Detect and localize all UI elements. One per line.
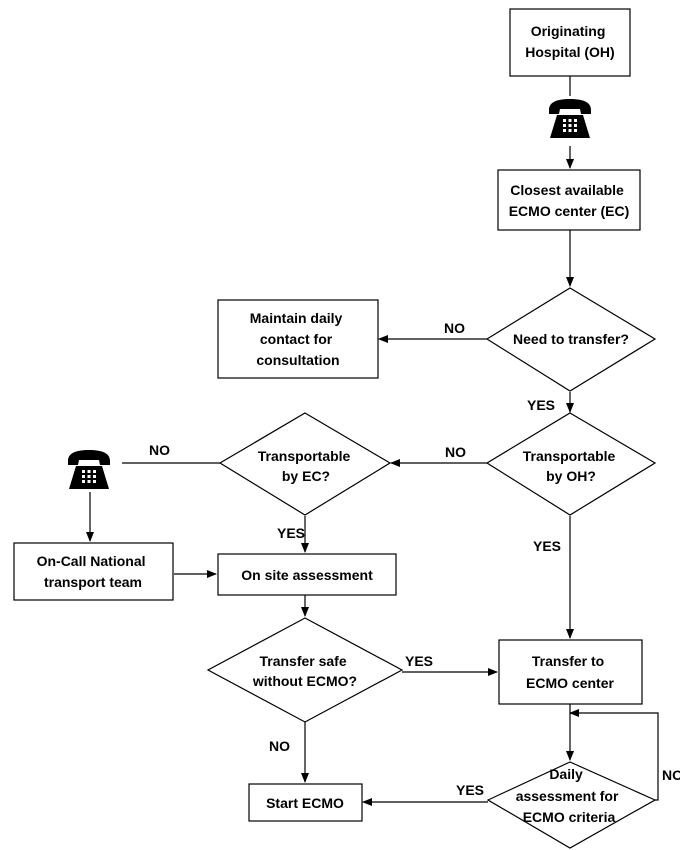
label-daily-no: NO: [662, 767, 680, 783]
node-text: Maintain daily contact for consultation: [250, 310, 346, 368]
label-need-no: NO: [444, 320, 465, 336]
node-text: Originating Hospital (OH): [525, 23, 614, 60]
node-on-site-assessment: On site assessment: [217, 553, 397, 596]
label-need-yes: YES: [527, 397, 555, 413]
node-maintain-daily-contact: Maintain daily contact for consultation: [217, 299, 379, 379]
decision-transfer-safe: Transfer safe without ECMO?: [206, 617, 404, 723]
node-on-call-national-team: On-Call National transport team: [13, 542, 174, 601]
label-safe-yes: YES: [405, 653, 433, 669]
decision-transportable-by-ec: Transportable by EC?: [218, 412, 392, 516]
edge-labels: NO YES NO YES NO YES YES NO YES NO: [149, 320, 680, 798]
edges: [86, 76, 659, 806]
decision-daily-assessment: Daily assessment for ECMO criteria: [486, 761, 657, 849]
node-text: Transportable by EC?: [258, 448, 354, 484]
label-ec-yes: YES: [277, 525, 305, 541]
decision-need-to-transfer: Need to transfer?: [485, 287, 657, 392]
decision-transportable-by-oh: Transportable by OH?: [485, 412, 657, 516]
node-transfer-to-ecmo-center: Transfer to ECMO center: [498, 639, 643, 705]
node-text: Transfer safe without ECMO?: [252, 653, 357, 689]
telephone-icon: [549, 99, 591, 138]
label-ec-no: NO: [149, 442, 170, 458]
node-text: On site assessment: [241, 567, 373, 583]
node-originating-hospital: Originating Hospital (OH): [509, 8, 631, 77]
edge-daily-no-loop: [569, 709, 659, 801]
node-closest-ecmo-center: Closest available ECMO center (EC): [497, 169, 641, 231]
label-oh-no: NO: [445, 444, 466, 460]
label-daily-yes: YES: [456, 782, 484, 798]
label-oh-yes: YES: [533, 538, 561, 554]
node-text: Closest available ECMO center (EC): [509, 182, 630, 219]
node-text: Need to transfer?: [513, 331, 629, 347]
node-text: Start ECMO: [266, 795, 344, 811]
node-start-ecmo: Start ECMO: [248, 783, 363, 822]
telephone-icon: [68, 450, 110, 489]
node-text: Daily assessment for ECMO criteria: [516, 766, 623, 825]
node-text: Transportable by OH?: [523, 448, 619, 484]
node-text: On-Call National transport team: [37, 553, 150, 590]
label-safe-no: NO: [269, 738, 290, 754]
node-text: Transfer to ECMO center: [526, 653, 614, 691]
